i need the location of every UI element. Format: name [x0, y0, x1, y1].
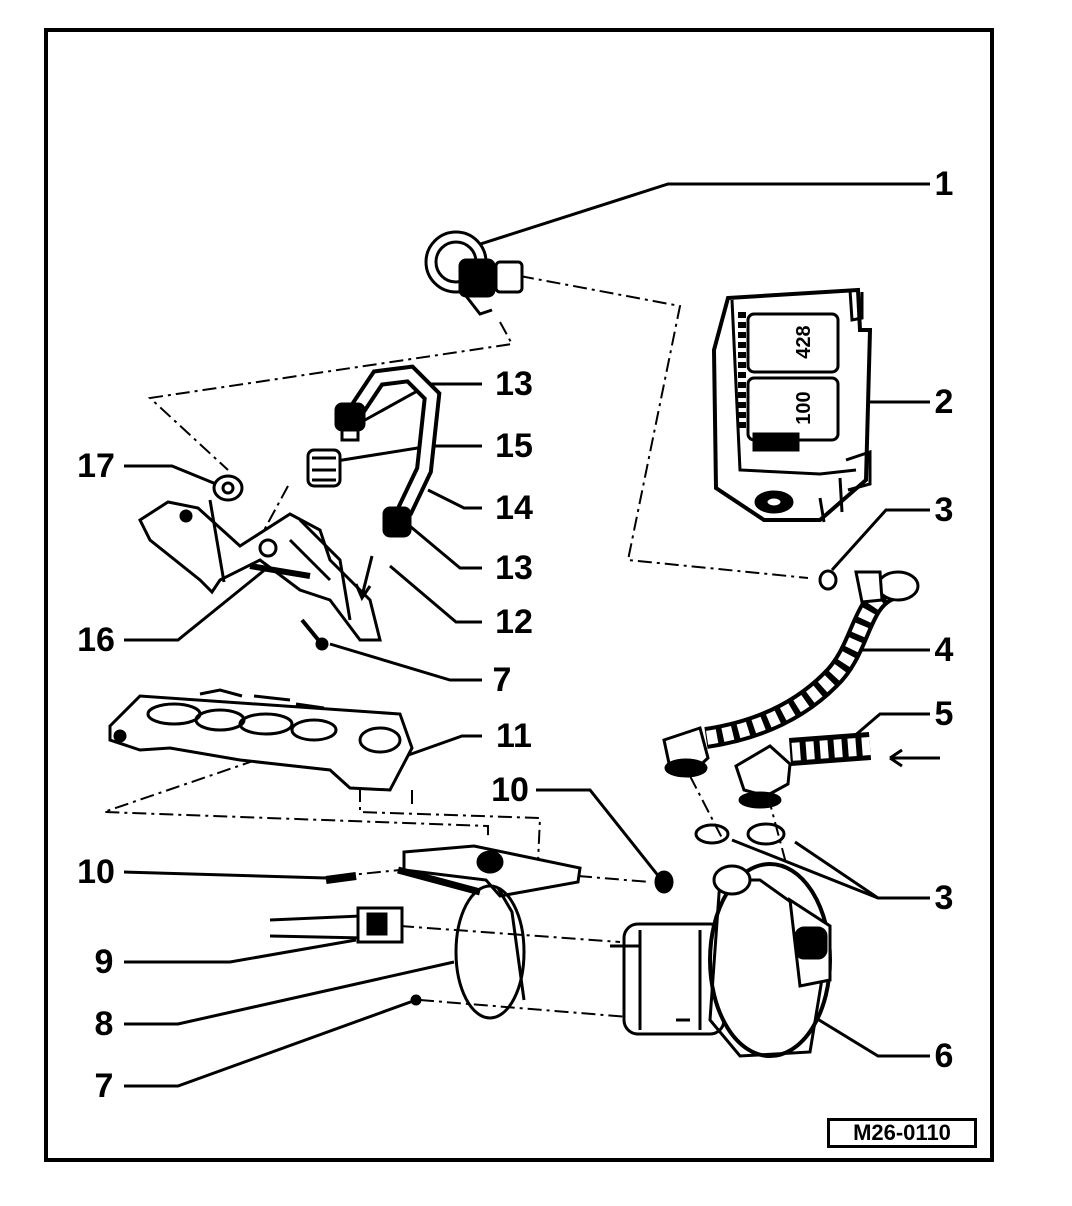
bolts: [300, 618, 674, 1006]
relay-label-100: 100: [793, 391, 815, 425]
leader-8: [124, 960, 455, 1026]
callout-10-left: 10: [77, 853, 115, 891]
callout-13-upper: 13: [495, 365, 533, 403]
callout-7-lower: 7: [94, 1067, 114, 1105]
secondary-air-pump: [610, 862, 832, 1058]
relay-label-428: 428: [793, 325, 815, 359]
leader-1: [467, 182, 930, 250]
intake-manifold: [108, 688, 414, 792]
electrical-connector: [269, 906, 404, 944]
callout-7-upper: 7: [492, 661, 512, 699]
leader-7a: [329, 642, 482, 682]
callout-10-right: 10: [491, 771, 529, 809]
leader-lines: [123, 182, 930, 1088]
cylinder-head-flange: [138, 474, 382, 642]
leader-3a: [830, 508, 930, 572]
callout-4: 4: [934, 631, 954, 669]
callout-3-lower: 3: [934, 879, 954, 917]
air-pipe: [306, 364, 442, 538]
callout-5: 5: [934, 695, 954, 733]
callout-12: 12: [495, 603, 533, 641]
callout-2: 2: [934, 383, 954, 421]
control-unit: [711, 287, 873, 523]
intake-hose: [734, 732, 940, 809]
leader-10a: [123, 870, 327, 880]
mounting-bracket: [397, 844, 582, 1020]
leader-13b: [404, 520, 482, 570]
leader-3b: [794, 840, 930, 900]
callout-9: 9: [94, 943, 114, 981]
figure-reference: M26-0110: [827, 1118, 977, 1148]
o-rings: [694, 822, 786, 846]
callout-15: 15: [495, 427, 533, 465]
callout-14: 14: [495, 489, 533, 527]
leader-17: [124, 464, 217, 486]
leader-11: [399, 734, 482, 760]
leader-6: [805, 1010, 930, 1058]
callout-3-upper: 3: [934, 491, 954, 529]
leader-3b2: [731, 838, 879, 900]
callout-8: 8: [94, 1005, 114, 1043]
leader-14: [427, 488, 482, 510]
leader-10b: [536, 788, 662, 879]
callout-6: 6: [934, 1037, 954, 1075]
callout-13-lower: 13: [495, 549, 533, 587]
combination-valve: [424, 230, 524, 316]
leader-12: [389, 564, 482, 624]
leader-9: [124, 938, 357, 964]
leader-15: [329, 444, 482, 464]
leader-5: [851, 712, 930, 740]
diagram-frame: [44, 28, 994, 1162]
callout-17: 17: [77, 447, 115, 485]
callout-1: 1: [934, 165, 954, 203]
pressure-hose: [662, 569, 920, 778]
assembly-lines: [103, 275, 809, 1023]
leader-7b: [124, 998, 417, 1088]
callout-11: 11: [496, 717, 532, 755]
callout-16: 16: [77, 621, 115, 659]
leader-16: [124, 562, 273, 642]
